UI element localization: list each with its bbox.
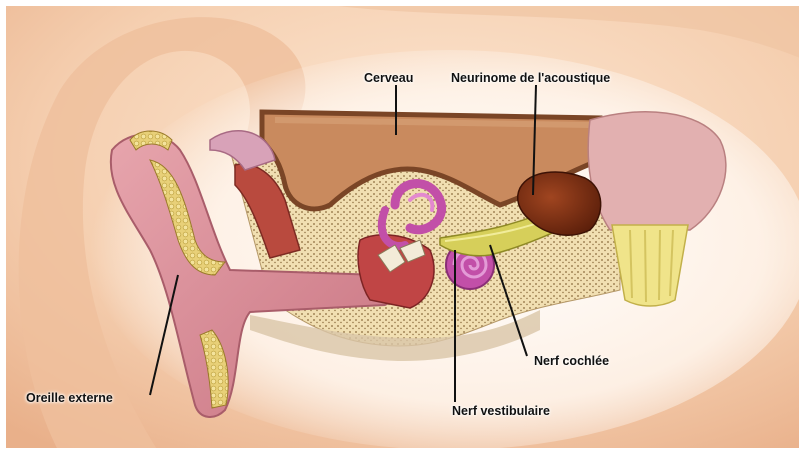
label-cerveau: Cerveau: [364, 71, 413, 85]
label-oreille-externe: Oreille externe: [26, 391, 113, 405]
label-nerf-cochlee: Nerf cochlée: [534, 354, 609, 368]
label-nerf-vestibulaire: Nerf vestibulaire: [452, 404, 550, 418]
spinal-cord: [612, 225, 688, 306]
label-neurinome: Neurinome de l'acoustique: [451, 71, 610, 85]
brainstem: [588, 112, 726, 230]
